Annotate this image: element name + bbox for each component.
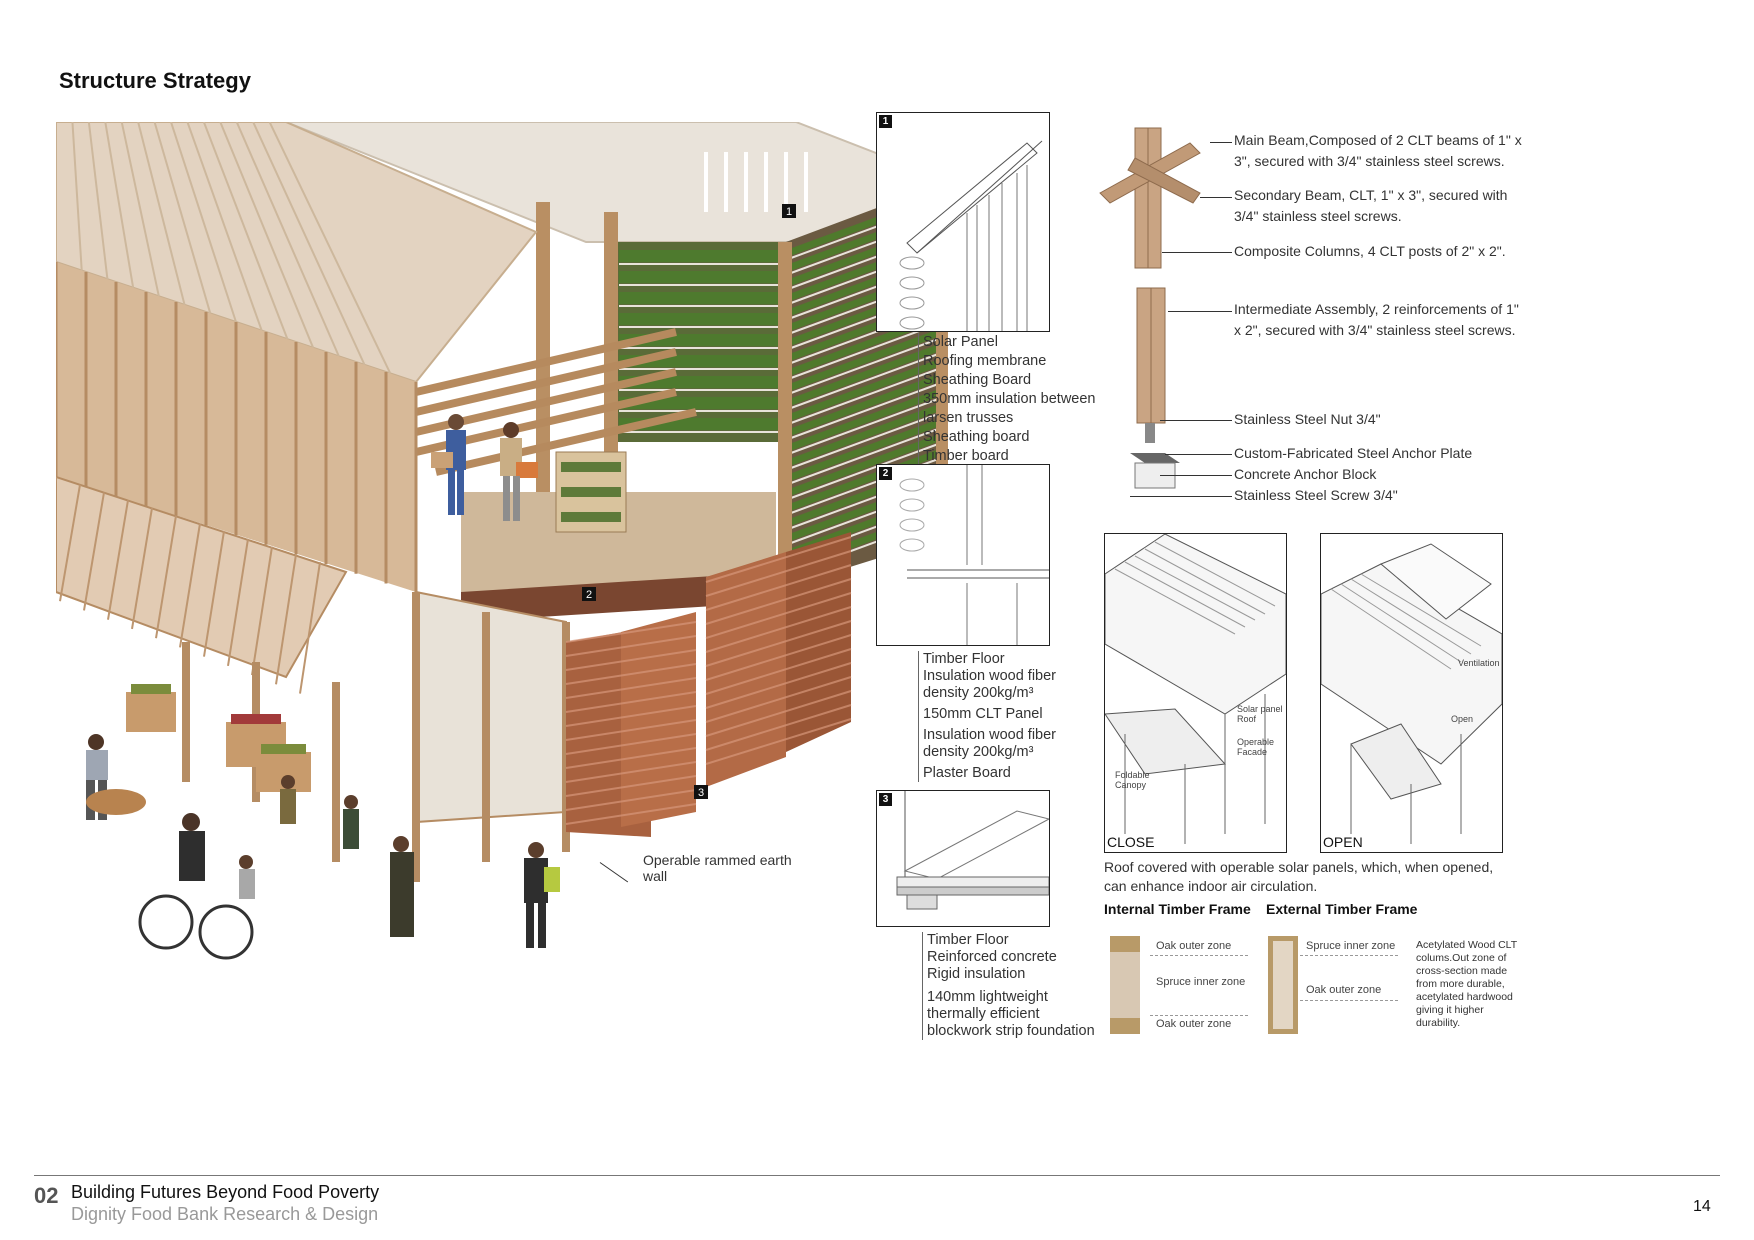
leader-columns — [1162, 252, 1232, 253]
secondary-beam-label: Secondary Beam, CLT, 1" x 3", secured wi… — [1234, 187, 1508, 224]
main-beam-label: Main Beam,Composed of 2 CLT beams of 1" … — [1234, 132, 1522, 169]
layer-item: Sheathing board — [918, 428, 1108, 447]
page-number: 14 — [1693, 1198, 1711, 1215]
anchor-block-label: Concrete Anchor Block — [1234, 466, 1377, 482]
layer-item: Insulation wood fiber density 200kg/m³ — [918, 668, 1108, 702]
layer-item: Rigid insulation — [922, 966, 1112, 983]
layer-item: Timber Floor — [922, 932, 1112, 949]
layer-item: Roofing membrane — [918, 352, 1108, 371]
footer-divider — [34, 1175, 1720, 1176]
layer-item: Insulation wood fiber density 200kg/m³ — [918, 723, 1108, 761]
detail-number: 3 — [879, 793, 892, 806]
leader-screw — [1130, 496, 1232, 497]
tag-operable-facade: Operable Facade — [1237, 737, 1275, 757]
internal-zone-label: Oak outer zone — [1156, 940, 1232, 952]
dash-line — [1300, 1000, 1398, 1001]
layer-item: Solar Panel — [918, 333, 1108, 352]
close-roof-drawing — [1105, 534, 1286, 844]
detail-number: 2 — [879, 467, 892, 480]
columns-label: Composite Columns, 4 CLT posts of 2" x 2… — [1234, 243, 1506, 259]
tag-foldable-canopy: Foldable Canopy — [1115, 770, 1150, 790]
tag-open: Open — [1451, 714, 1474, 724]
leader-anchor-block — [1160, 475, 1232, 476]
detail-number: 1 — [879, 115, 892, 128]
frame-note: Acetylated Wood CLT colums.Out zone of c… — [1416, 939, 1518, 1029]
floor-section-drawing — [899, 465, 1049, 645]
foundation-section-drawing — [896, 791, 1049, 910]
open-label: OPEN — [1323, 834, 1363, 850]
detail-foundation: 3 — [876, 790, 1050, 927]
layer-item: Plaster Board — [918, 761, 1108, 782]
project-title: Building Futures Beyond Food Poverty — [71, 1182, 380, 1202]
layer-item: 350mm insulation between larsen trusses — [918, 390, 1108, 428]
project-subtitle: Dignity Food Bank Research & Design — [71, 1204, 379, 1224]
detail-floor: 2 — [876, 464, 1050, 646]
screw-label: Stainless Steel Screw 3/4" — [1234, 487, 1398, 503]
detail-roof: 1 — [876, 112, 1050, 332]
timber-joint-drawing — [1099, 127, 1201, 489]
intermediate-label: Intermediate Assembly, 2 reinforcements … — [1234, 301, 1519, 338]
dash-line — [1300, 955, 1398, 956]
layer-item: Sheathing Board — [918, 371, 1108, 390]
layer-item: Reinforced concrete — [922, 949, 1112, 966]
marker-3: 3 — [698, 787, 704, 799]
external-frame-swatch — [1268, 936, 1298, 1034]
layer-item: 150mm CLT Panel — [918, 702, 1108, 723]
tag-solar-roof: Solar panel Roof — [1237, 704, 1283, 724]
page-title: Structure Strategy — [59, 68, 251, 93]
rammed-earth-wall-label: Operable rammed earth wall — [643, 852, 792, 884]
layer-item: Timber Floor — [918, 651, 1108, 668]
internal-frame-swatch — [1110, 936, 1140, 1034]
marker-1: 1 — [786, 206, 792, 218]
external-zone-label: Spruce inner zone — [1306, 940, 1396, 952]
dash-line — [1150, 1015, 1248, 1016]
layer-item: Timber board — [918, 447, 1108, 466]
close-label: CLOSE — [1107, 834, 1155, 850]
detail-foundation-layers: Timber Floor Reinforced concrete Rigid i… — [922, 932, 1112, 1040]
chapter-number: 02 — [34, 1183, 59, 1208]
leader-intermediate — [1168, 311, 1232, 312]
external-zone-label: Oak outer zone — [1306, 984, 1382, 996]
internal-zone-label: Spruce inner zone — [1156, 976, 1246, 988]
roof-caption: Roof covered with operable solar panels,… — [1104, 859, 1494, 894]
leader-main-beam — [1210, 142, 1232, 143]
internal-frame-title: Internal Timber Frame — [1104, 901, 1251, 917]
leader-nut — [1160, 420, 1232, 421]
axonometric-illustration: 1 2 3 — [56, 122, 952, 960]
dash-line — [1150, 955, 1248, 956]
tag-ventilation: Ventilation — [1458, 658, 1500, 668]
anchor-plate-label: Custom-Fabricated Steel Anchor Plate — [1234, 445, 1473, 461]
leader-anchor-plate — [1165, 454, 1232, 455]
internal-zone-label: Oak outer zone — [1156, 1018, 1232, 1030]
roof-section-drawing — [899, 140, 1043, 331]
roof-close-diagram: Solar panel Roof Operable Facade Foldabl… — [1104, 533, 1287, 853]
nut-label: Stainless Steel Nut 3/4" — [1234, 411, 1381, 427]
leader-secondary-beam — [1200, 197, 1232, 198]
roof-open-diagram: Ventilation Open OPEN — [1320, 533, 1503, 853]
open-roof-drawing — [1321, 543, 1502, 844]
external-frame-title: External Timber Frame — [1266, 901, 1418, 917]
detail-floor-layers: Timber Floor Insulation wood fiber densi… — [918, 651, 1108, 782]
detail-roof-layers: Solar Panel Roofing membrane Sheathing B… — [918, 333, 1108, 466]
marker-2: 2 — [586, 589, 592, 601]
layer-item: 140mm lightweight thermally efficient bl… — [922, 983, 1112, 1040]
